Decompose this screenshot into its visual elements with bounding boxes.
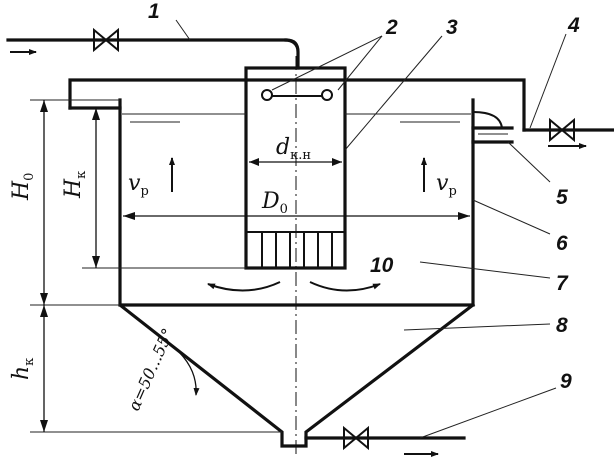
flow-arrow-right — [309, 281, 381, 292]
inlet-valve-icon — [93, 27, 119, 53]
svg-text:hк: hк — [9, 358, 37, 380]
leader-lines — [175, 19, 567, 439]
hk-cone-dimension — [30, 305, 282, 433]
h0-dimension — [30, 99, 120, 306]
inlet-pipe — [6, 38, 300, 70]
label-hk-cone: hк — [9, 358, 37, 380]
label-7: 7 — [556, 272, 569, 295]
label-9: 9 — [560, 370, 572, 393]
dkn-dimension — [249, 158, 342, 166]
svg-text:α=50...55°: α=50...55° — [124, 325, 177, 413]
label-5: 5 — [556, 186, 568, 209]
conical-bottom — [117, 302, 476, 448]
label-2: 2 — [385, 16, 398, 39]
svg-text:H0: H0 — [9, 173, 37, 201]
label-8: 8 — [556, 314, 568, 337]
label-4: 4 — [567, 14, 580, 37]
alpha-arc — [169, 343, 200, 396]
label-d0: D0 — [261, 189, 288, 217]
label-alpha: α=50...55° — [124, 325, 177, 413]
collection-tray — [68, 78, 526, 132]
label-vp-right: vр — [436, 171, 457, 199]
label-1: 1 — [148, 0, 160, 23]
sludge-valve-icon — [343, 425, 369, 451]
hk-dimension — [82, 108, 246, 269]
overflow-outlet — [471, 111, 514, 144]
outlet-pipe — [522, 128, 614, 149]
label-hk: Hк — [61, 171, 89, 199]
outlet-valve-icon — [549, 117, 575, 143]
svg-text:Hк: Hк — [61, 171, 89, 199]
label-h0: H0 — [9, 173, 37, 201]
label-3: 3 — [446, 16, 458, 39]
d0-dimension — [123, 212, 470, 220]
label-dkn: dк.н — [276, 135, 311, 163]
label-10: 10 — [370, 254, 394, 277]
flow-arrow-left — [207, 281, 281, 292]
label-6: 6 — [556, 232, 568, 255]
label-vp-left: vр — [128, 171, 149, 199]
sludge-pipe — [304, 436, 466, 457]
